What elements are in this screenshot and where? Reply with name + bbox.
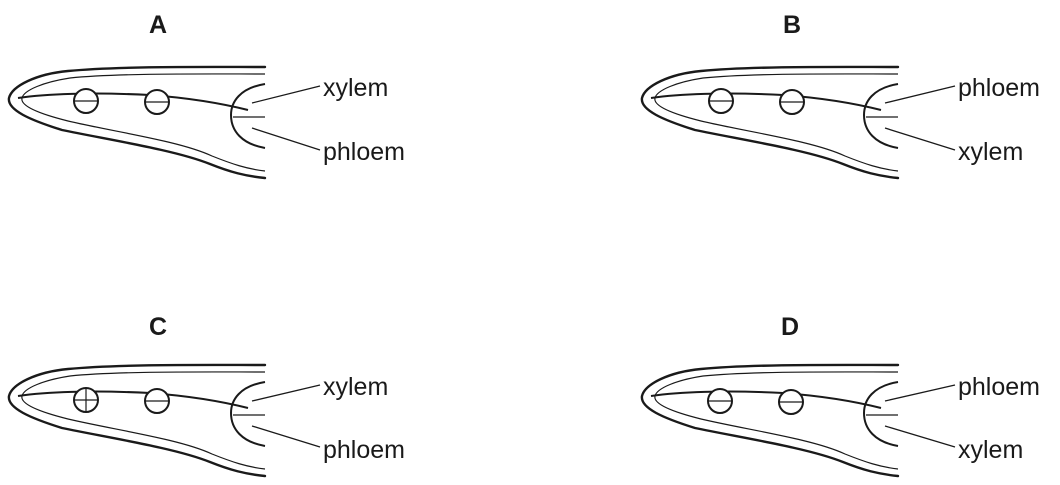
upper-label: xylem — [323, 76, 388, 101]
leaf-section-diagram — [0, 0, 270, 180]
leaf-section-diagram — [633, 0, 903, 180]
lower-label: phloem — [323, 140, 405, 165]
upper-label: xylem — [323, 375, 388, 400]
panel-c: C xylem phloem — [0, 305, 460, 485]
leaf-section-diagram — [0, 305, 270, 485]
upper-label: phloem — [958, 76, 1040, 101]
leaf-section-diagram — [633, 305, 903, 485]
lower-label: xylem — [958, 140, 1023, 165]
upper-label: phloem — [958, 375, 1040, 400]
panel-b: B phloem xylem — [633, 0, 1060, 180]
panel-a: A xylem phloem — [0, 0, 460, 180]
lower-label: phloem — [323, 438, 405, 463]
panel-d: D phloem xylem — [633, 305, 1060, 485]
lower-label: xylem — [958, 438, 1023, 463]
